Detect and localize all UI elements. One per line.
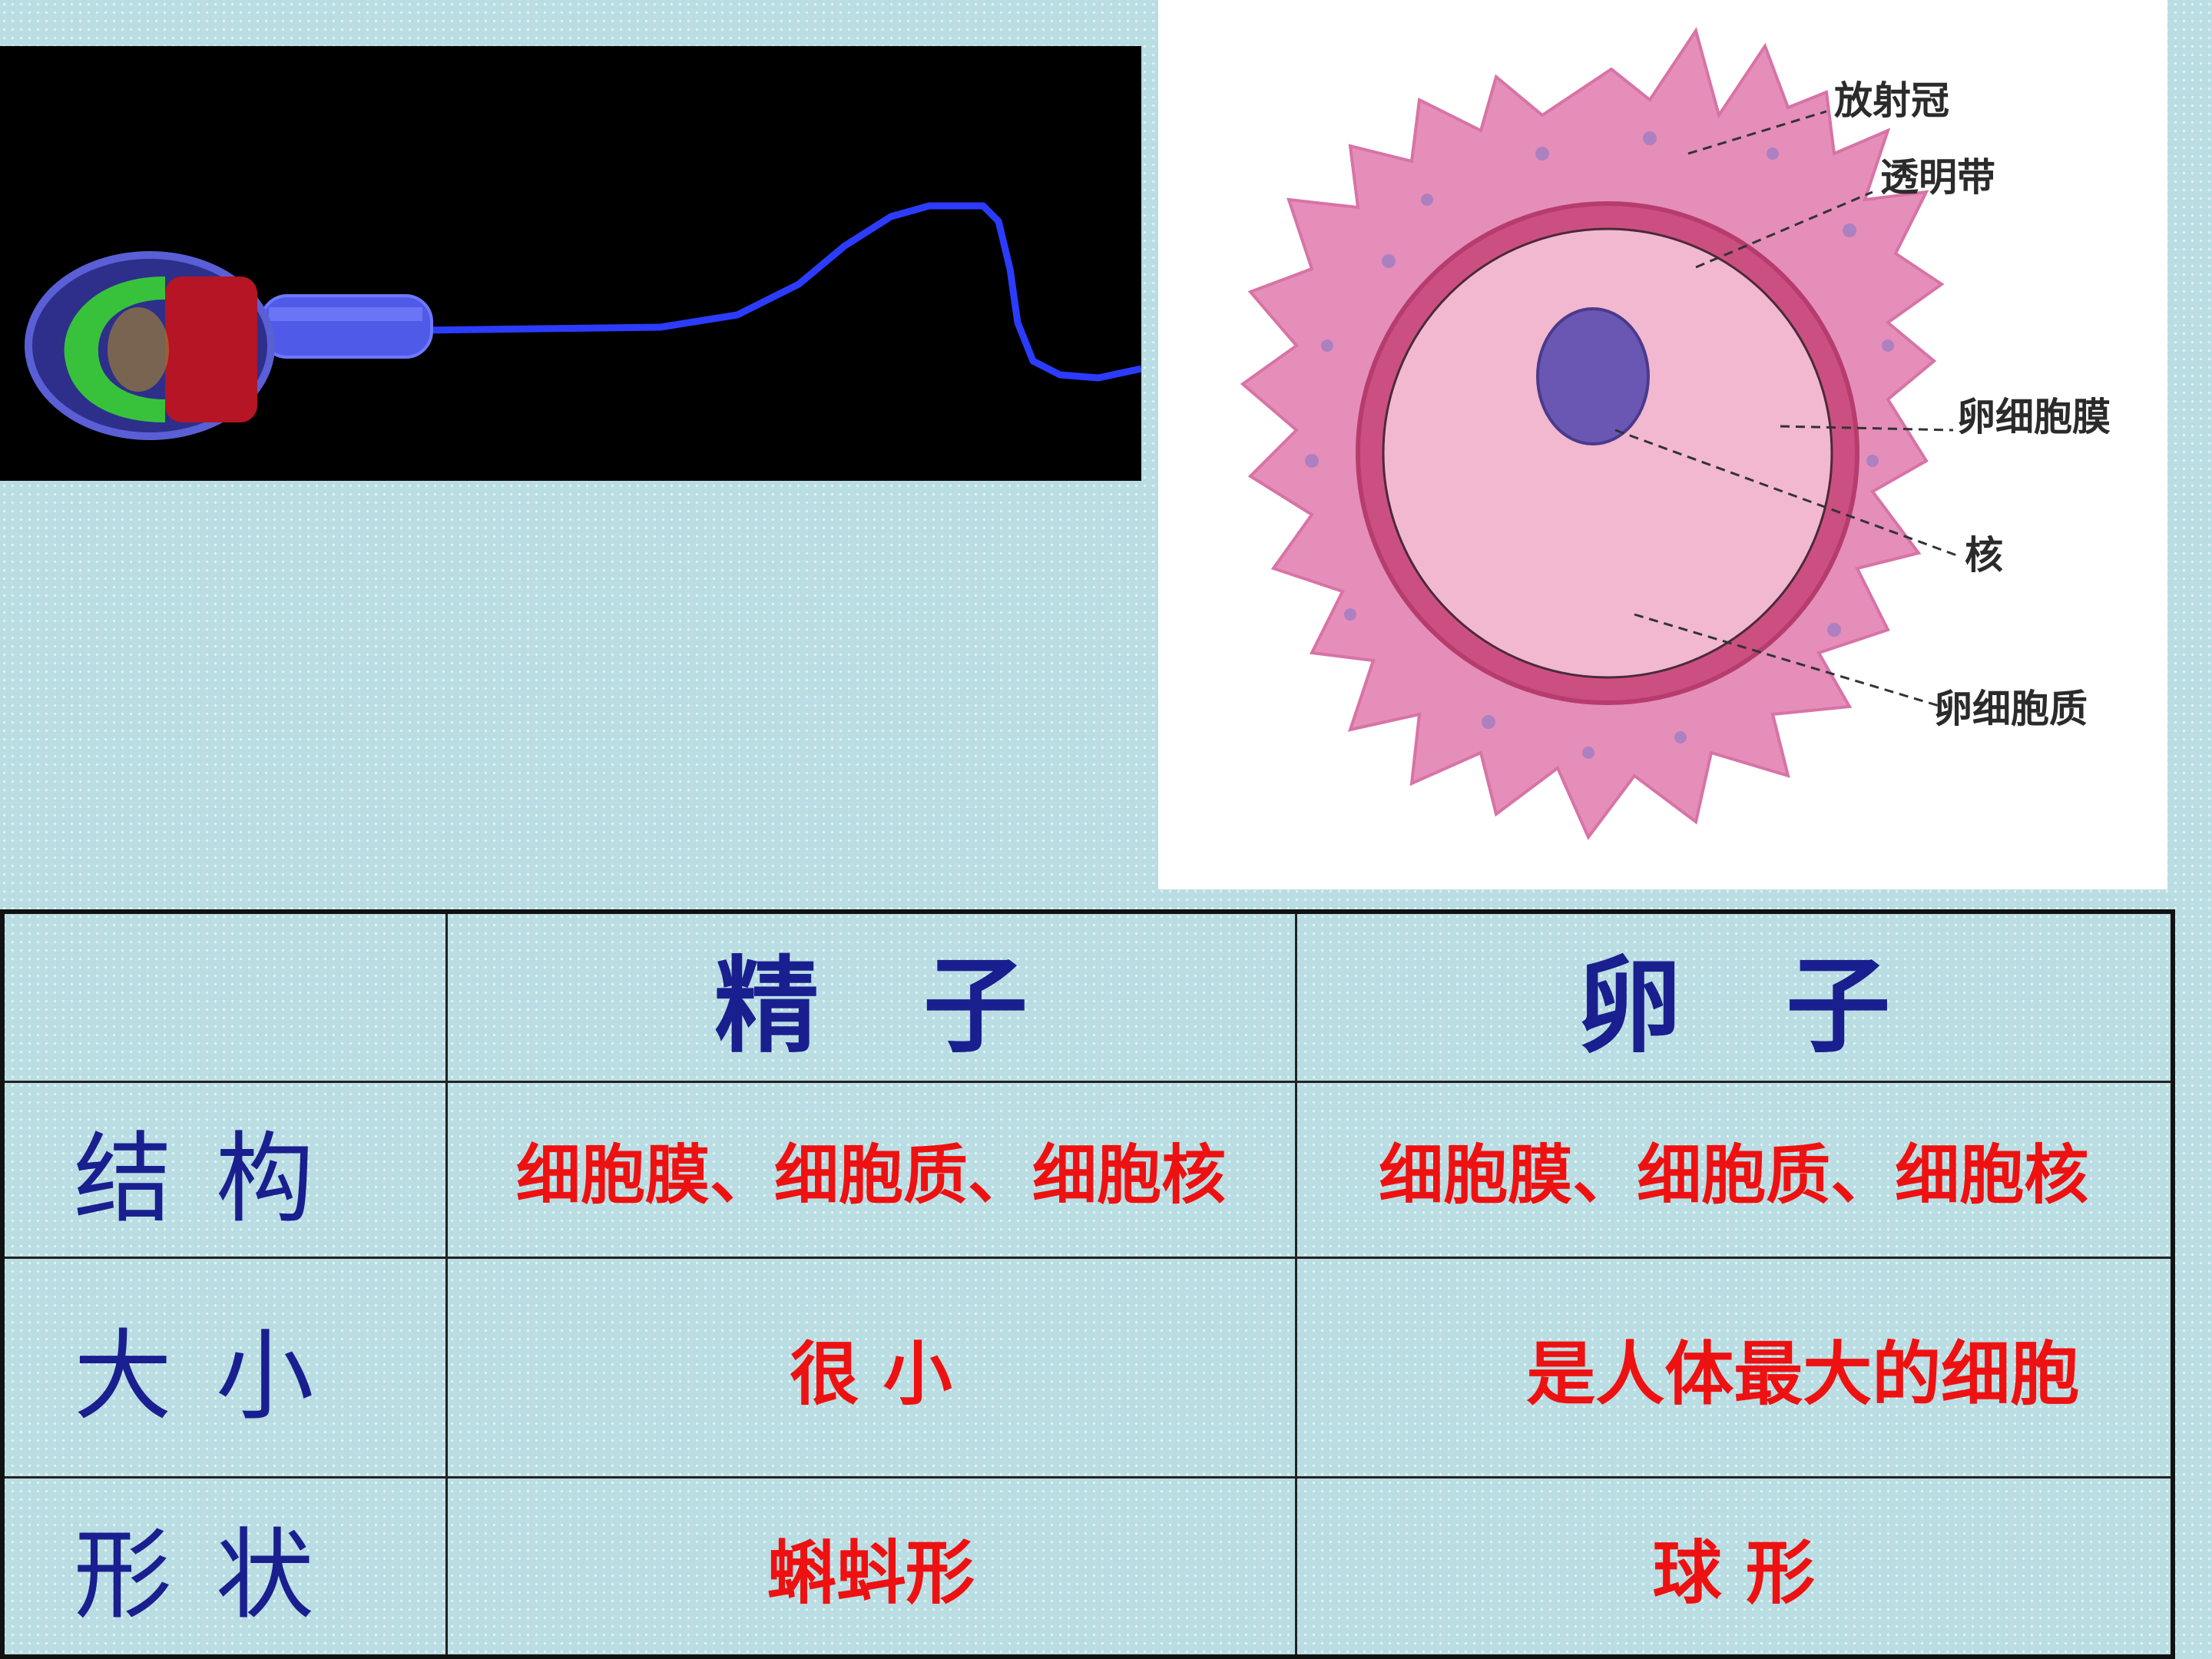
leader-egg-membrane [1780, 425, 1954, 432]
sperm-illustration [0, 46, 1141, 481]
sperm-acrosome [64, 276, 165, 422]
header-sperm: 精 子 [445, 910, 1297, 1083]
egg-cell-drawing: 放射冠 透明带 卵细胞膜 核 卵细胞质 [1240, 27, 2111, 840]
row-label-structure: 结 构 [1, 1080, 448, 1260]
label-corona-radiata: 放射冠 [1834, 78, 1949, 123]
sperm-shape-value: 蝌蚪形 [445, 1476, 1297, 1658]
sperm-structure-value: 细胞膜、细胞质、细胞核 [445, 1080, 1297, 1260]
sperm-size-value: 很 小 [445, 1257, 1297, 1479]
egg-nucleus [1536, 307, 1650, 445]
sperm-midpiece [260, 294, 433, 359]
leader-egg-cytoplasm [1634, 613, 1942, 708]
leader-zona-pellucida [1695, 190, 1873, 269]
row-label-size: 大 小 [1, 1257, 448, 1479]
label-egg-membrane: 卵细胞膜 [1957, 395, 2111, 439]
header-empty-cell [1, 910, 448, 1083]
sperm-drawing [25, 202, 1141, 440]
table-row-size: 大 小 很 小 是人体最大的细胞 [1, 1257, 2174, 1479]
table-row-shape: 形 状 蝌蚪形 球 形 [1, 1476, 2174, 1658]
row-label-shape: 形 状 [1, 1476, 448, 1658]
leader-corona-radiata [1687, 110, 1827, 155]
sperm-tail [418, 202, 1141, 382]
label-zona-pellucida: 透明带 [1880, 155, 1995, 200]
table-header-row: 精 子 卵 子 [1, 910, 2174, 1083]
egg-cytoplasm [1382, 227, 1833, 679]
header-egg: 卵 子 [1294, 910, 2174, 1083]
sperm-head-red-region [165, 276, 257, 422]
follicle-cell-nuclei [1305, 131, 1894, 759]
egg-cell-illustration: 放射冠 透明带 卵细胞膜 核 卵细胞质 [1158, 0, 2167, 889]
sperm-egg-comparison-table: 精 子 卵 子 结 构 细胞膜、细胞质、细胞核 细胞膜、细胞质、细胞核 大 小 … [0, 909, 2175, 1659]
egg-structure-value: 细胞膜、细胞质、细胞核 [1294, 1080, 2174, 1260]
egg-size-value: 是人体最大的细胞 [1294, 1257, 2174, 1479]
label-egg-cytoplasm: 卵细胞质 [1934, 687, 2088, 731]
label-nucleus: 核 [1965, 533, 2003, 578]
table-row-structure: 结 构 细胞膜、细胞质、细胞核 细胞膜、细胞质、细胞核 [1, 1080, 2174, 1260]
egg-shape-value: 球 形 [1294, 1476, 2174, 1658]
